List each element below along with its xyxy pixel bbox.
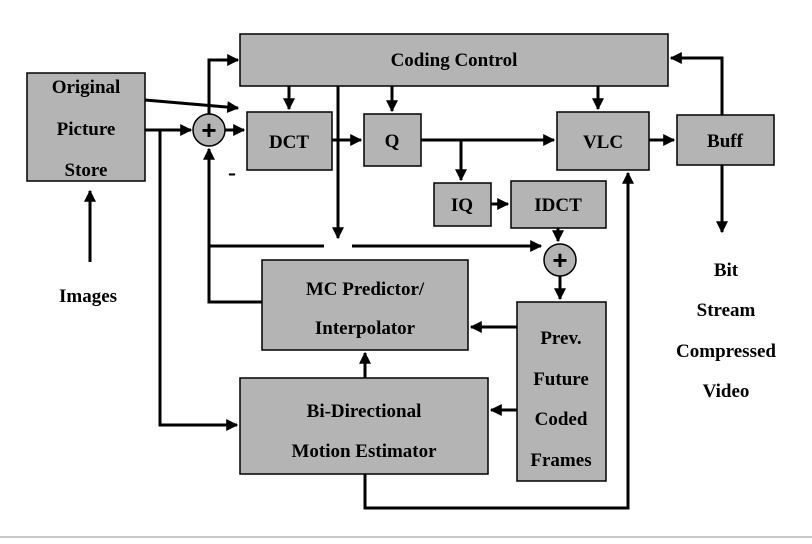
motion-estimator-line-2: Motion Estimator <box>291 441 437 462</box>
buff-label: Buff <box>707 131 744 152</box>
idct-label: IDCT <box>534 195 582 216</box>
buff-block: Buff <box>676 114 775 166</box>
idct-block: IDCT <box>510 180 607 229</box>
adder-plus-sign: + <box>552 245 567 275</box>
dct-label: DCT <box>269 132 309 153</box>
iq-block: IQ <box>433 182 492 227</box>
frame-store-line-4: Frames <box>530 450 591 471</box>
subtractor-node: + <box>192 113 226 147</box>
frame-store-line-1: Prev. <box>540 328 581 349</box>
original-picture-store-line-1: Original <box>52 77 121 98</box>
coding-control-block: Coding Control <box>239 33 669 87</box>
iq-label: IQ <box>451 195 473 216</box>
subtractor-minus-sign: - <box>228 160 236 186</box>
mc-predictor-output-line <box>207 246 262 304</box>
q-label: Q <box>385 131 400 152</box>
output-label-stream: Stream <box>697 300 756 321</box>
mc-predictor-line-2: Interpolator <box>315 318 416 339</box>
store-to-dct-arrow <box>144 98 240 114</box>
subtractor-plus-sign: + <box>201 115 216 145</box>
coding-control-label: Coding Control <box>391 50 518 71</box>
vlc-label: VLC <box>583 132 623 153</box>
frame-store-block: Prev. Future Coded Frames <box>516 301 607 482</box>
store-to-motion-estimator-arrow <box>158 130 239 431</box>
original-picture-store-block: Original Picture Store <box>26 72 146 182</box>
q-block: Q <box>363 113 422 167</box>
original-picture-store-line-3: Store <box>65 160 108 181</box>
motion-estimator-block: Bi-Directional Motion Estimator <box>239 377 489 475</box>
output-label-video: Video <box>703 381 750 402</box>
output-label-compressed: Compressed <box>676 341 776 362</box>
dct-block: DCT <box>246 111 333 171</box>
mc-predictor-block: MC Predictor/ Interpolator <box>261 259 469 351</box>
original-picture-store-line-2: Picture <box>57 119 116 140</box>
buff-to-coding-control-arrow <box>669 52 724 115</box>
mc-predictor-line-1: MC Predictor/ <box>306 279 425 300</box>
images-label: Images <box>59 286 117 307</box>
vlc-block: VLC <box>556 111 650 171</box>
frame-store-line-3: Coded <box>535 409 588 430</box>
motion-estimator-line-1: Bi-Directional <box>307 401 422 422</box>
connections <box>84 52 728 510</box>
output-label-bit: Bit <box>714 260 739 281</box>
motion-vectors-to-vlc-arrow <box>363 171 634 510</box>
adder-node: + <box>543 243 577 277</box>
frame-store-line-2: Future <box>533 369 589 390</box>
subtractor-to-coding-control-arrow <box>207 54 240 114</box>
bottom-divider <box>0 536 812 538</box>
